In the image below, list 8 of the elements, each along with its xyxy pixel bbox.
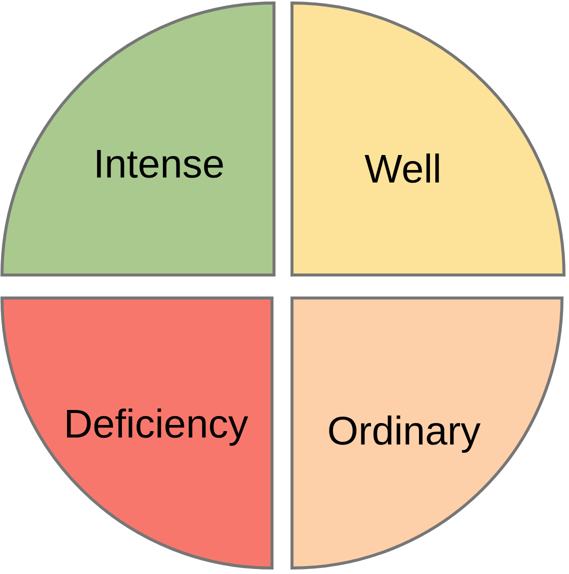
quadrant-segment: [2, 3, 274, 275]
segment-label: Deficiency: [64, 402, 248, 448]
quadrant-segment: [292, 298, 562, 568]
quadrant-segment: [292, 3, 564, 275]
quadrant-segment: [2, 298, 272, 568]
segment-label: Well: [364, 148, 442, 192]
segment-label: Ordinary: [327, 410, 481, 454]
segment-label: Intense: [93, 142, 225, 188]
